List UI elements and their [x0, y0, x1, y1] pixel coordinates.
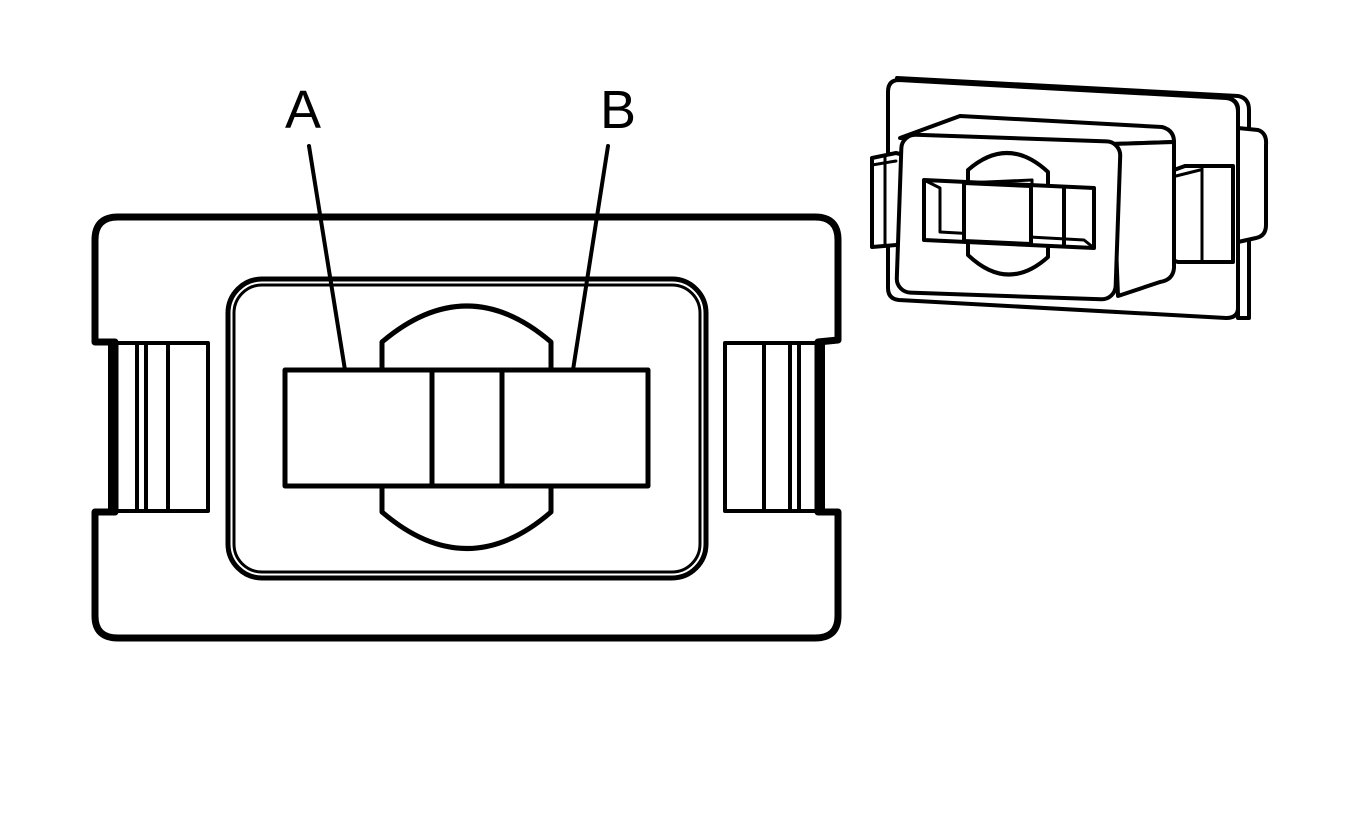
- terminal-boss-top: [379, 303, 554, 373]
- inner-face-inner: [232, 283, 702, 574]
- terminal-block: [282, 367, 651, 489]
- iso-terminal-center: [962, 181, 1033, 246]
- terminal-boss-bottom: [379, 483, 554, 551]
- connector-front-view: [91, 213, 842, 642]
- left-latch-ribs: [108, 339, 210, 515]
- iso-right-latch-housing: [1236, 126, 1269, 244]
- callout-a-leader: [307, 144, 347, 372]
- iso-terminal-block-inner: [922, 178, 1096, 250]
- inner-face-outer: [225, 276, 709, 581]
- callout-a: A: [285, 80, 347, 372]
- iso-terminal-boss-top: [966, 151, 1050, 187]
- connector-isometric-view: [870, 76, 1269, 320]
- iso-terminal-boss-bottom: [966, 240, 1050, 277]
- callout-b-label: B: [600, 80, 636, 140]
- callout-b: B: [571, 80, 636, 372]
- right-latch-ribs: [723, 339, 825, 515]
- iso-body-side-face: [1110, 140, 1176, 298]
- callout-a-label: A: [285, 80, 321, 140]
- callout-b-leader: [571, 144, 610, 372]
